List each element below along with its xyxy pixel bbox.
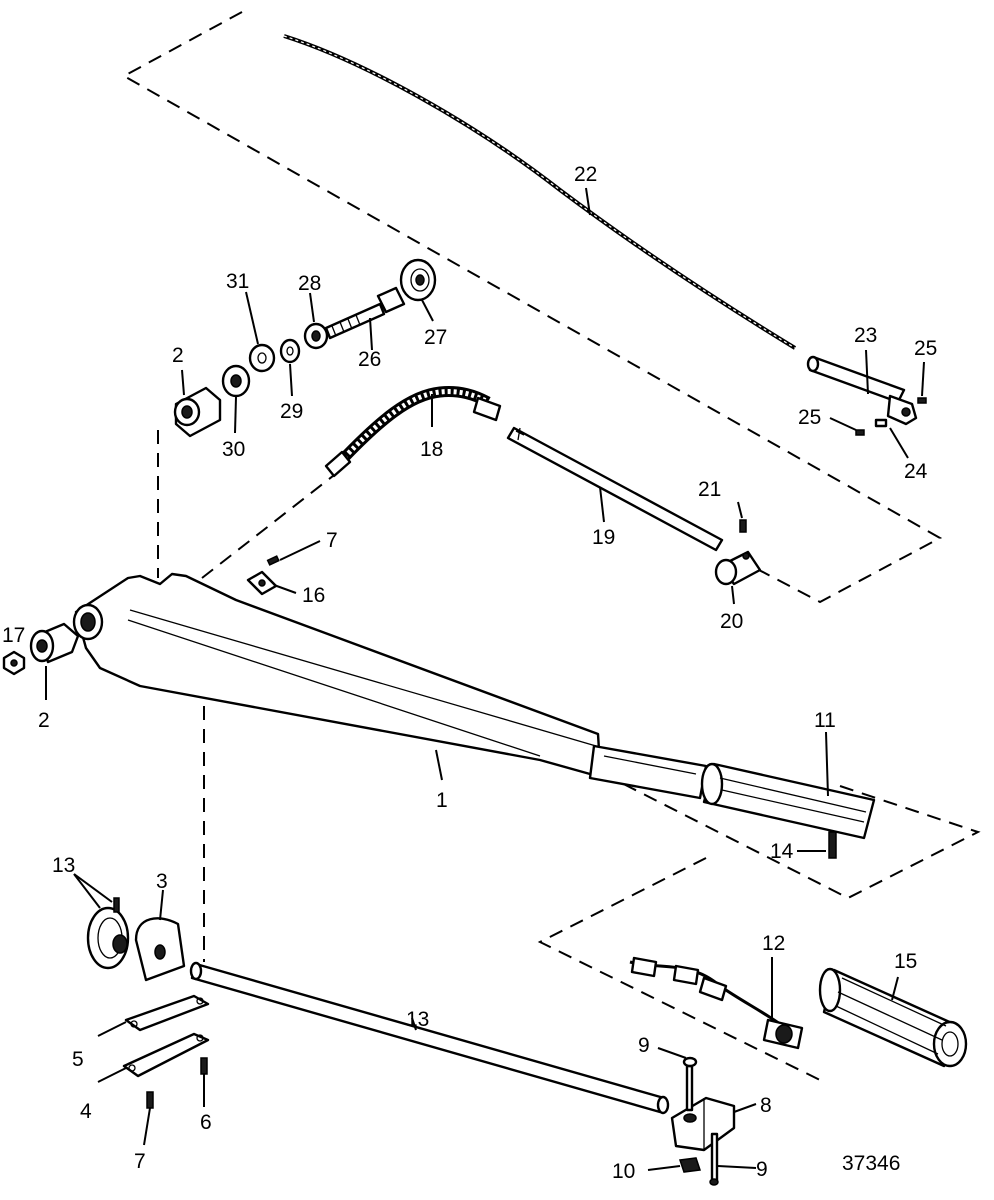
part-bracket-3 (134, 917, 186, 982)
part-plate-16 (246, 570, 278, 596)
callout-24: 24 (904, 460, 928, 483)
callout-29: 29 (280, 400, 303, 423)
part-gear-13 (86, 897, 130, 970)
callout-8: 8 (760, 1094, 772, 1117)
callout-5: 5 (72, 1048, 84, 1071)
callout-4: 4 (80, 1100, 92, 1123)
callout-15: 15 (894, 950, 917, 973)
callout-31: 31 (226, 270, 249, 293)
part-bolt-9-lower (709, 1132, 719, 1186)
part-screw-7-lower (146, 1091, 154, 1109)
part-tiller-arm (72, 572, 708, 800)
part-washer-28 (303, 322, 329, 350)
callout-13-rod: 13 (406, 1008, 429, 1031)
callout-16: 16 (302, 584, 325, 607)
leader-lines (45, 187, 925, 1171)
part-wiring-harness (629, 956, 804, 1050)
callout-10: 10 (612, 1160, 635, 1183)
callout-2-lower: 2 (38, 709, 50, 732)
part-throttle-cable (283, 34, 797, 350)
part-screw-6 (200, 1057, 208, 1075)
part-flex-cable (324, 386, 502, 478)
callout-27: 27 (424, 326, 447, 349)
drawing-number: 37346 (842, 1152, 900, 1175)
part-bolt-26 (324, 286, 406, 340)
callout-3: 3 (156, 870, 168, 893)
part-screw-7-upper (266, 555, 280, 566)
part-washer-31 (248, 343, 276, 373)
callout-11: 11 (814, 709, 836, 732)
callout-2-upper: 2 (172, 344, 184, 367)
part-cap-27 (399, 258, 437, 302)
callout-9-upper: 9 (638, 1034, 650, 1057)
part-screw-14 (828, 831, 837, 859)
part-spacer (221, 364, 251, 398)
part-clamp-8 (670, 1096, 736, 1152)
callout-26: 26 (358, 348, 381, 371)
part-handle-grip (818, 967, 968, 1068)
callout-19: 19 (592, 526, 615, 549)
callout-7-upper: 7 (326, 529, 338, 552)
part-washer-29 (279, 338, 301, 364)
part-grip-sleeve (700, 762, 876, 840)
callout-20: 20 (720, 610, 743, 633)
part-connector-20 (714, 550, 762, 586)
callout-18: 18 (420, 438, 443, 461)
callout-21: 21 (698, 478, 721, 501)
part-bushing-lower (29, 622, 80, 664)
callout-23: 23 (854, 324, 877, 347)
part-bushing-upper (173, 386, 222, 438)
part-nut-17 (2, 650, 26, 676)
part-wingnut-10 (678, 1157, 702, 1173)
callout-12: 12 (762, 932, 785, 955)
callout-30: 30 (222, 438, 245, 461)
callout-1: 1 (436, 789, 448, 812)
callout-22: 22 (574, 163, 597, 186)
part-rod-13 (189, 961, 670, 1115)
callout-13-upper: 13 (52, 854, 75, 877)
callout-25-right: 25 (914, 337, 937, 360)
part-plate-5 (124, 994, 210, 1032)
callout-labels: 1 2 2 3 4 5 6 7 7 8 9 9 10 11 12 13 13 1… (2, 163, 937, 1183)
part-rod-19 (506, 426, 724, 552)
callout-14: 14 (770, 840, 794, 863)
callout-6: 6 (200, 1111, 212, 1134)
part-cable-end-sleeve (806, 355, 927, 436)
callout-17: 17 (2, 624, 25, 647)
callout-9-lower: 9 (756, 1158, 768, 1181)
part-plate-4 (122, 1032, 210, 1078)
callout-25-left: 25 (798, 406, 821, 429)
part-bolt-9-upper (682, 1056, 698, 1112)
callout-28: 28 (298, 272, 321, 295)
callout-7-lower: 7 (134, 1150, 146, 1173)
assembly-boundaries (121, 11, 981, 1081)
part-screw-21 (739, 519, 747, 533)
